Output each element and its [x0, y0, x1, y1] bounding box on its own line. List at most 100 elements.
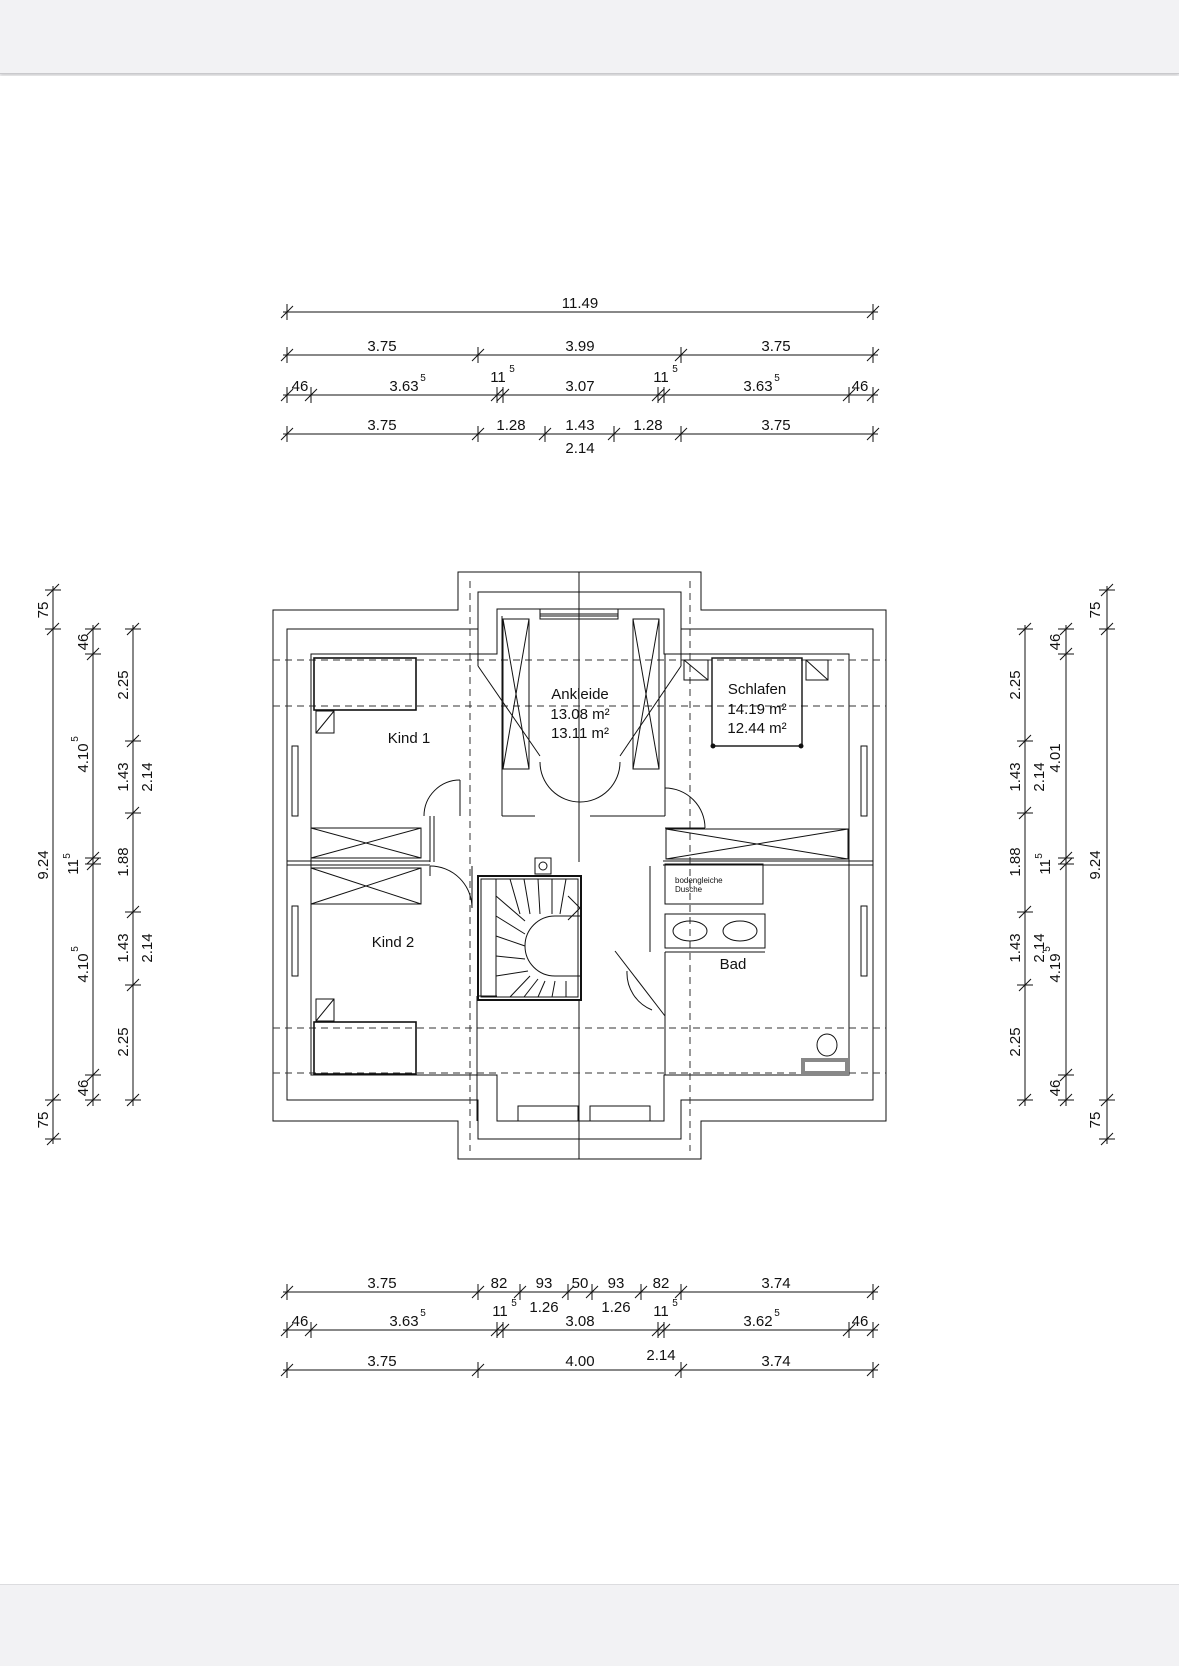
dim-right-i1: 2.25: [1007, 670, 1024, 699]
dim-left-m5: 46: [75, 1080, 92, 1097]
dim-right-i5: 2.25: [1007, 1027, 1024, 1056]
right-dimension-chains: [1017, 583, 1115, 1146]
dim-right-i4: 1.43: [1007, 933, 1024, 962]
room-label-kind2: Kind 2: [372, 934, 415, 951]
dim-left-m1: 46: [75, 634, 92, 651]
dim-right-i7: 2.14: [1031, 933, 1048, 962]
dim-bot-r2-2-sup: 5: [420, 1308, 426, 1319]
dim-top-r4-2: 1.28: [496, 417, 525, 434]
dim-bot-r2-1: 46: [292, 1313, 309, 1330]
dim-right-m2: 4.01: [1047, 743, 1064, 772]
dim-bot-r1-5: 93: [608, 1275, 625, 1292]
dim-left-m2: 4.10: [75, 743, 92, 772]
furniture: [310, 618, 849, 1075]
floor-plan-drawing: Kind 1 Kind 2 Ankleide 13.08 m² 13.11 m²…: [35, 295, 1115, 1378]
dim-bot-r2-4: 3.62: [743, 1313, 772, 1330]
roof-lines: [273, 581, 886, 1151]
dim-left-i1: 2.25: [115, 670, 132, 699]
left-dimension-labels: 75 9.24 75 46 4.10 5 11 5 4.10 5 46 2.25…: [35, 602, 156, 1129]
dim-top-r2-1: 3.75: [367, 338, 396, 355]
dim-top-r4-6: 2.14: [565, 440, 594, 457]
dim-top-r3-3-sup: 5: [509, 364, 515, 375]
dim-bot-r1-9: 1.26: [601, 1299, 630, 1316]
dim-left-i2: 1.43: [115, 762, 132, 791]
dim-left-i4: 1.43: [115, 933, 132, 962]
dim-left-i5: 2.25: [115, 1027, 132, 1056]
dim-right-o2: 9.24: [1087, 850, 1104, 879]
dim-bot-r2-6: 2.14: [646, 1347, 675, 1364]
dim-left-m4: 4.10: [75, 953, 92, 982]
dim-top-r3-6: 3.63: [743, 378, 772, 395]
interior-walls: [429, 609, 765, 1121]
dim-top-r3-5-sup: 5: [672, 364, 678, 375]
dim-top-r3-5: 11: [653, 369, 669, 386]
dim-right-m4-sup: 5: [1042, 946, 1053, 952]
right-dimension-labels: 75 9.24 75 46 4.01 11 5 4.19 5 46 2.25 1…: [1007, 602, 1104, 1129]
dim-top-r2-3: 3.75: [761, 338, 790, 355]
room-area-schlafen-2: 12.44 m²: [727, 720, 786, 737]
dim-left-m2-sup: 5: [70, 736, 81, 742]
dim-top-r3-7: 46: [852, 378, 869, 395]
dim-bot-r1-1: 3.75: [367, 1275, 396, 1292]
dim-bot-r1-10-sup: 5: [511, 1298, 517, 1309]
dim-bot-r3-2: 4.00: [565, 1353, 594, 1370]
dim-bot-r2-5: 46: [852, 1313, 869, 1330]
dim-left-m4-sup: 5: [70, 946, 81, 952]
viewer-top-bar: [0, 0, 1179, 74]
dim-left-o3: 75: [35, 1112, 52, 1129]
dim-left-o2: 9.24: [35, 850, 52, 879]
dim-top-r4-5: 3.75: [761, 417, 790, 434]
dim-bot-r1-2: 82: [491, 1275, 508, 1292]
viewer-bottom-bar: [0, 1584, 1179, 1666]
dim-left-i3: 1.88: [115, 847, 132, 876]
windows: [291, 608, 868, 1122]
top-dimension-chains: [280, 304, 880, 442]
dim-right-o3: 75: [1087, 1112, 1104, 1129]
shower-label-line2: Dusche: [675, 885, 703, 894]
bottom-dimension-chains: [280, 1284, 880, 1378]
dim-bot-r1-6: 82: [653, 1275, 670, 1292]
dim-top-r4-3: 1.43: [565, 417, 594, 434]
dim-top-r4-4: 1.28: [633, 417, 662, 434]
dim-right-m3-sup: 5: [1034, 853, 1045, 859]
dim-right-i3: 1.88: [1007, 847, 1024, 876]
dim-bot-r2-2: 3.63: [389, 1313, 418, 1330]
dim-top-r2-2: 3.99: [565, 338, 594, 355]
dim-bot-r1-11-sup: 5: [672, 1298, 678, 1309]
dim-bot-r2-4-sup: 5: [774, 1308, 780, 1319]
dim-bot-r1-10: 11: [492, 1303, 508, 1320]
room-area-ankleide-1: 13.08 m²: [550, 706, 609, 723]
room-area-schlafen-1: 14.19 m²: [727, 701, 786, 718]
dim-right-m5: 46: [1047, 1080, 1064, 1097]
dim-right-m1: 46: [1047, 634, 1064, 651]
room-area-ankleide-2: 13.11 m²: [551, 725, 609, 742]
dim-bot-r1-7: 3.74: [761, 1275, 790, 1292]
room-label-ankleide: Ankleide: [551, 686, 609, 703]
dim-top-r3-3: 11: [490, 369, 506, 386]
dim-bot-r1-8: 1.26: [529, 1299, 558, 1316]
dim-left-i6: 2.14: [139, 762, 156, 791]
dim-top-r4-1: 3.75: [367, 417, 396, 434]
floor-plan-sheet: Kind 1 Kind 2 Ankleide 13.08 m² 13.11 m²…: [0, 76, 1179, 1584]
top-dimension-labels: 11.49 3.75 3.99 3.75 46 3.63 5 11 5 3.07…: [292, 295, 869, 457]
dim-top-r3-6-sup: 5: [774, 373, 780, 384]
dim-top-r3-4: 3.07: [565, 378, 594, 395]
bottom-dimension-labels: 3.75 82 93 50 93 82 3.74 1.26 1.26 11 5 …: [292, 1275, 869, 1370]
dim-bot-r1-11: 11: [653, 1303, 669, 1320]
dim-left-m3: 11: [65, 859, 82, 875]
dim-bot-r3-1: 3.75: [367, 1353, 396, 1370]
room-label-bad: Bad: [720, 956, 747, 973]
dim-right-i2: 1.43: [1007, 762, 1024, 791]
dim-top-r3-2-sup: 5: [420, 373, 426, 384]
dim-top-overall: 11.49: [562, 295, 598, 312]
dim-bot-r1-4: 50: [572, 1275, 589, 1292]
dim-left-m3-sup: 5: [62, 853, 73, 859]
room-label-kind1: Kind 1: [388, 730, 431, 747]
doors: [423, 761, 706, 1011]
dim-right-o1: 75: [1087, 602, 1104, 619]
shower-label-line1: bodengleiche: [675, 876, 723, 885]
dim-right-m3: 11: [1037, 859, 1054, 875]
dim-left-o1: 75: [35, 602, 52, 619]
room-labels: Kind 1 Kind 2 Ankleide 13.08 m² 13.11 m²…: [372, 681, 787, 973]
dim-bot-r2-3: 3.08: [565, 1313, 594, 1330]
